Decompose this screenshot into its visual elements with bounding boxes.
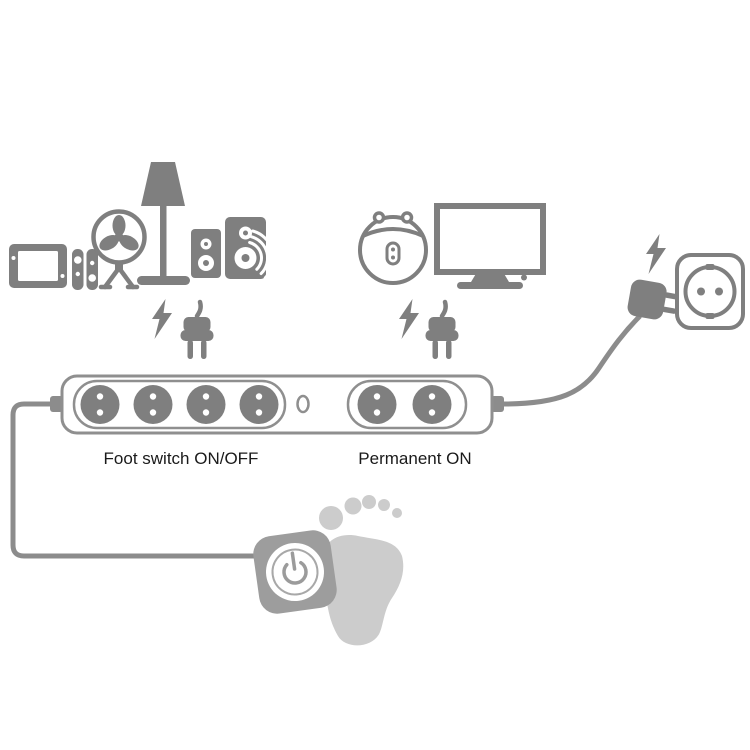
floor-lamp-icon [137, 162, 190, 285]
footprint-toe [378, 499, 390, 511]
lamp-base [137, 276, 190, 285]
power-strip [50, 374, 504, 435]
console-stick [60, 274, 65, 278]
cable-to-wall-plug [502, 314, 642, 407]
game-console-icon [9, 244, 98, 290]
tv-screen [434, 203, 546, 275]
lightning-bolt-icon [646, 234, 666, 274]
permanent-outlets [357, 385, 452, 424]
wall-plug-prong [661, 306, 677, 314]
socket-hole [715, 287, 723, 296]
joycon-button [75, 271, 81, 277]
joycon-stick [74, 256, 82, 264]
foot-switch-outlets [80, 385, 279, 424]
joycon-left [72, 249, 84, 290]
vacuum-bumper [362, 227, 424, 238]
foot-switch-section-label: Foot switch ON/OFF [104, 449, 259, 468]
foot-switch-button-ring [271, 548, 319, 596]
tv-stand-neck [471, 272, 509, 282]
joycon-right [86, 249, 98, 290]
foot-switch-icon [253, 530, 337, 614]
footprint-toe [392, 508, 402, 518]
console-screen [18, 251, 58, 281]
wall-plug-body [627, 279, 667, 320]
fan-blades [99, 215, 139, 251]
power-plug-icon [426, 302, 459, 359]
socket-outlet [357, 385, 397, 424]
cable-boss-right [491, 396, 504, 412]
footprint-toe [344, 497, 362, 515]
joycon-stick [88, 274, 96, 282]
vacuum-sensor [372, 211, 386, 224]
footprint-sole [323, 535, 404, 646]
console-stick [11, 256, 16, 260]
lightning-bolt-icon [399, 299, 419, 339]
footprint-toe [362, 495, 376, 509]
socket-outlet [186, 385, 226, 424]
tv-stand-base [457, 282, 523, 289]
power-symbol-icon [282, 551, 308, 585]
joycon-button [90, 260, 95, 266]
fan-icon [91, 209, 147, 290]
permanent-section-label: Permanent ON [358, 449, 471, 468]
socket-outlet [80, 385, 120, 424]
socket-hole [697, 287, 705, 296]
socket-earth-clip [705, 264, 715, 270]
foot-switch-button [266, 543, 324, 601]
speakers-icon [191, 217, 275, 280]
wall-plug-icon [627, 279, 680, 320]
socket-well [683, 265, 737, 318]
fan-legs [98, 265, 140, 290]
lamp-shade [141, 162, 185, 206]
cable-to-foot-switch [10, 401, 266, 559]
indicator-light [296, 394, 310, 414]
footprint-icon [319, 495, 404, 646]
sound-waves [248, 229, 275, 280]
tv-icon [434, 203, 546, 289]
socket-outlet [239, 385, 279, 424]
power-plug-icon [181, 302, 214, 359]
robot-vacuum-icon [358, 211, 428, 285]
foot-switch-module [72, 379, 287, 430]
tv-power-light [521, 274, 527, 281]
socket-outlet [133, 385, 173, 424]
wall-socket-icon [675, 253, 745, 330]
footprint-toe [319, 506, 343, 530]
vacuum-sensor [400, 211, 414, 224]
cable-boss-left [50, 396, 63, 412]
lightning-bolt-icon [152, 299, 172, 339]
socket-outlet [412, 385, 452, 424]
vacuum-buttons [385, 241, 401, 266]
socket-earth-clip [705, 313, 715, 319]
lamp-pole [160, 206, 167, 276]
